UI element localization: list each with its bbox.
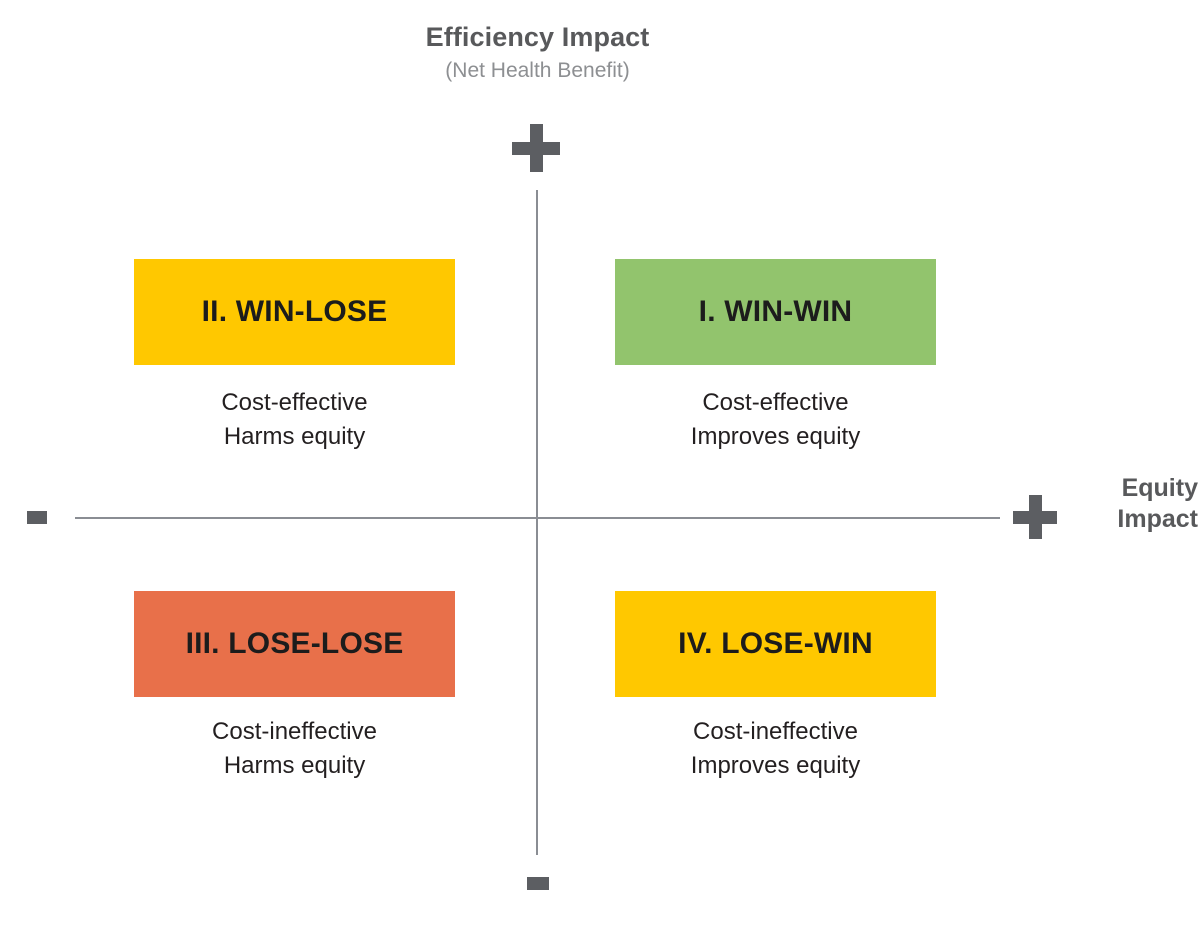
plus-icon-top-vertical-bar [530, 124, 543, 172]
quadrant-win-lose-description: Cost-effective Harms equity [134, 386, 455, 454]
quadrant-lose-win-label: IV. LOSE-WIN [678, 627, 873, 660]
quadrant-lose-win: IV. LOSE-WIN Cost-ineffective Improves e… [615, 591, 936, 783]
quadrant-lose-lose-desc-line1: Cost-ineffective [212, 718, 377, 745]
plus-icon-top [512, 124, 560, 172]
quadrant-lose-lose-description: Cost-ineffective Harms equity [134, 715, 455, 783]
quadrant-lose-win-desc-line1: Cost-ineffective [693, 718, 858, 745]
quadrant-win-win-description: Cost-effective Improves equity [615, 386, 936, 454]
horizontal-axis-title-line2: Impact [1117, 504, 1198, 533]
quadrant-lose-win-box: IV. LOSE-WIN [615, 591, 936, 697]
vertical-axis-line [536, 190, 538, 855]
quadrant-win-lose-desc-line2: Harms equity [223, 423, 366, 451]
plus-icon-right [1013, 495, 1057, 539]
quadrant-lose-lose: III. LOSE-LOSE Cost-ineffective Harms eq… [134, 591, 455, 783]
quadrant-win-win: I. WIN-WIN Cost-effective Improves equit… [615, 259, 936, 454]
quadrant-lose-win-desc-line2: Improves equity [690, 752, 861, 780]
minus-icon-left [27, 511, 47, 524]
minus-icon-left-bar [27, 511, 47, 524]
horizontal-axis-title-line1: Equity [1121, 474, 1198, 502]
vertical-axis-title-main: Efficiency Impact [425, 22, 650, 52]
quadrant-lose-lose-label: III. LOSE-LOSE [185, 627, 404, 660]
quadrant-lose-lose-box: III. LOSE-LOSE [134, 591, 455, 697]
quadrant-win-win-label: I. WIN-WIN [698, 295, 853, 328]
quadrant-win-lose-box: II. WIN-LOSE [134, 259, 455, 365]
quadrant-win-lose: II. WIN-LOSE Cost-effective Harms equity [134, 259, 455, 454]
quadrant-win-lose-label: II. WIN-LOSE [201, 295, 388, 328]
quadrant-win-win-box: I. WIN-WIN [615, 259, 936, 365]
minus-icon-bottom [527, 877, 549, 890]
horizontal-axis-title: Equity Impact [1074, 473, 1198, 534]
vertical-axis-title: Efficiency Impact (Net Health Benefit) [0, 22, 1075, 84]
plus-icon-right-vertical-bar [1029, 495, 1042, 539]
quadrant-win-win-desc-line1: Cost-effective [702, 389, 849, 416]
quadrant-win-lose-desc-line1: Cost-effective [221, 389, 368, 416]
vertical-axis-subtitle: (Net Health Benefit) [445, 58, 630, 82]
minus-icon-bottom-bar [527, 877, 549, 890]
quadrant-lose-lose-desc-line2: Harms equity [223, 752, 366, 780]
quadrant-win-win-desc-line2: Improves equity [690, 423, 861, 451]
quadrant-lose-win-description: Cost-ineffective Improves equity [615, 715, 936, 783]
horizontal-axis-line [75, 517, 1000, 519]
